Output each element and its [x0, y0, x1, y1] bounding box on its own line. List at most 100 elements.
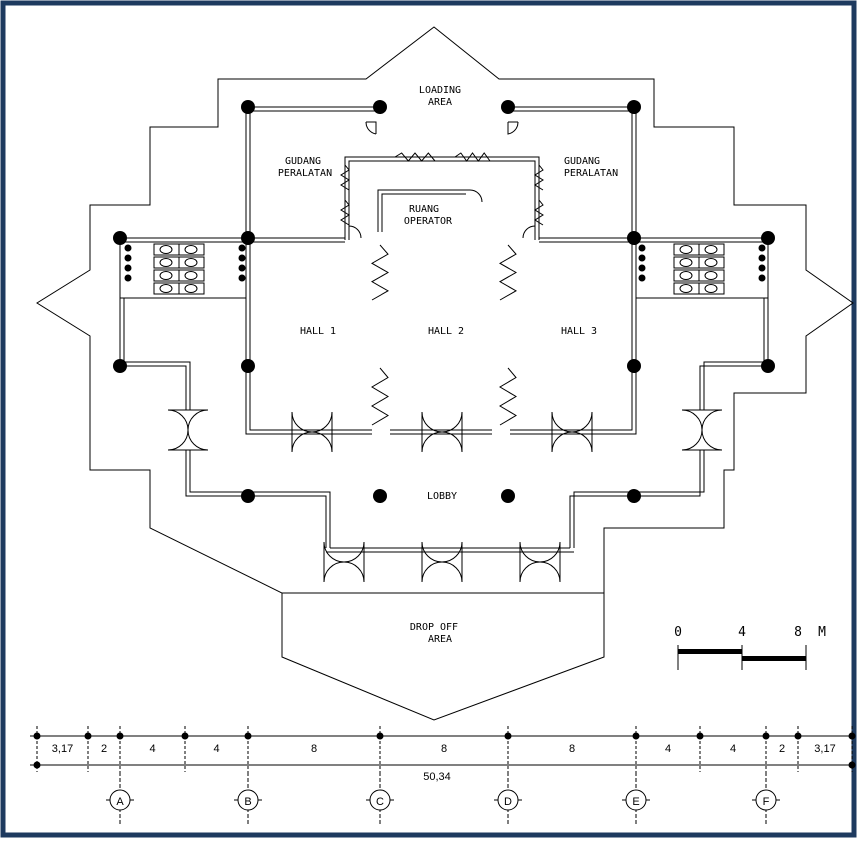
label-drop-off-1: DROP OFF — [410, 622, 458, 633]
partition-hall-2-3-top — [498, 244, 518, 301]
partition-hall-1-2-top — [370, 244, 390, 301]
sink-14 — [758, 254, 766, 262]
grid-axis-f: F — [752, 772, 780, 825]
column-7 — [627, 231, 641, 245]
dim-segment-11: 3,17 — [814, 743, 835, 755]
label-ruang-operator-1: RUANG — [409, 204, 439, 215]
scale-label-0: 0 — [674, 625, 682, 640]
column-14 — [373, 489, 387, 503]
label-drop-off-2: AREA — [428, 634, 452, 645]
sink-8 — [238, 274, 246, 282]
label-hall-3: HALL 3 — [561, 326, 597, 337]
sink-12 — [638, 274, 646, 282]
column-2 — [373, 100, 387, 114]
dim-tick-8 — [632, 732, 640, 740]
label-lobby: LOBBY — [427, 491, 457, 502]
dim-segment-7: 8 — [569, 743, 575, 755]
label-loading-area-2: AREA — [428, 97, 452, 108]
sink-11 — [638, 264, 646, 272]
toilet-fixtures — [124, 243, 766, 295]
room-labels: LOADING AREA GUDANG PERALATAN GUDANG PER… — [278, 85, 618, 645]
label-loading-area-1: LOADING — [419, 85, 461, 96]
toilet-block-right — [673, 243, 725, 295]
scale-bar: 0 4 8 M — [674, 625, 826, 670]
dim-tick-11 — [794, 732, 802, 740]
scale-bar-segment-2 — [742, 656, 806, 661]
dim-segment-2: 2 — [101, 743, 107, 755]
scale-label-8: 8 — [794, 625, 802, 640]
dim-tick-10 — [762, 732, 770, 740]
grid-axis-b: B — [234, 772, 262, 825]
site-outline — [36, 26, 854, 721]
label-gudang-right-1: GUDANG — [564, 156, 600, 167]
grid-axis-label-c: C — [376, 796, 384, 808]
dim-tick-1 — [33, 732, 41, 740]
grid-axis-label-f: F — [763, 796, 770, 808]
column-13 — [241, 489, 255, 503]
column-15 — [501, 489, 515, 503]
dim-tick-5 — [244, 732, 252, 740]
structural-columns — [113, 100, 775, 503]
column-5 — [113, 231, 127, 245]
partition-loading-left — [394, 152, 436, 162]
grid-axis-label-a: A — [116, 796, 124, 808]
grid-axis-d: D — [494, 772, 522, 825]
sink-7 — [238, 264, 246, 272]
grid-axis-c: C — [366, 772, 394, 825]
partition-gudang-left — [340, 164, 350, 191]
sink-6 — [238, 254, 246, 262]
dim-segment-9: 4 — [730, 743, 736, 755]
grid-axis-a: A — [106, 772, 134, 825]
column-16 — [627, 489, 641, 503]
column-6 — [241, 231, 255, 245]
dim-segment-4: 4 — [213, 743, 219, 755]
partition-gudang-right-lower — [534, 199, 544, 226]
scale-unit: M — [818, 625, 826, 640]
dim-tick-12 — [848, 732, 856, 740]
dim-tick-7 — [504, 732, 512, 740]
column-4 — [627, 100, 641, 114]
dim-segment-5: 8 — [311, 743, 317, 755]
label-gudang-right-2: PERALATAN — [564, 168, 618, 179]
door-side-left — [167, 409, 209, 451]
sink-15 — [758, 264, 766, 272]
sink-9 — [638, 244, 646, 252]
door-entrance-right — [519, 541, 561, 583]
building-walls — [119, 106, 769, 553]
sink-5 — [238, 244, 246, 252]
column-10 — [241, 359, 255, 373]
folding-partitions — [340, 152, 544, 426]
dim-tick-6 — [376, 732, 384, 740]
toilet-block-left — [153, 243, 205, 295]
sink-10 — [638, 254, 646, 262]
sink-3 — [124, 264, 132, 272]
dimension-ticks — [33, 726, 856, 772]
dim-segment-1: 3,17 — [52, 743, 73, 755]
label-gudang-left-1: GUDANG — [285, 156, 321, 167]
dimension-total: 50,34 — [423, 771, 451, 783]
dim-segment-6: 8 — [441, 743, 447, 755]
grid-axes: A B C D E F — [106, 772, 780, 825]
door-entrance-left — [323, 541, 365, 583]
sink-13 — [758, 244, 766, 252]
column-12 — [761, 359, 775, 373]
sink-1 — [124, 244, 132, 252]
sink-16 — [758, 274, 766, 282]
scale-bar-segment-1 — [678, 649, 742, 654]
column-3 — [501, 100, 515, 114]
dimension-chain — [30, 735, 852, 766]
grid-axis-e: E — [622, 772, 650, 825]
column-9 — [113, 359, 127, 373]
dim-segment-8: 4 — [665, 743, 671, 755]
door-hall-1 — [291, 411, 333, 453]
column-11 — [627, 359, 641, 373]
dim-segment-3: 4 — [149, 743, 155, 755]
door-entrance-center — [421, 541, 463, 583]
partition-loading-right — [454, 152, 491, 162]
dim-segment-10: 2 — [779, 743, 785, 755]
partition-hall-2-3-bottom — [499, 367, 517, 426]
grid-axis-label-e: E — [632, 796, 639, 808]
dim-total-tick-end — [848, 761, 856, 769]
